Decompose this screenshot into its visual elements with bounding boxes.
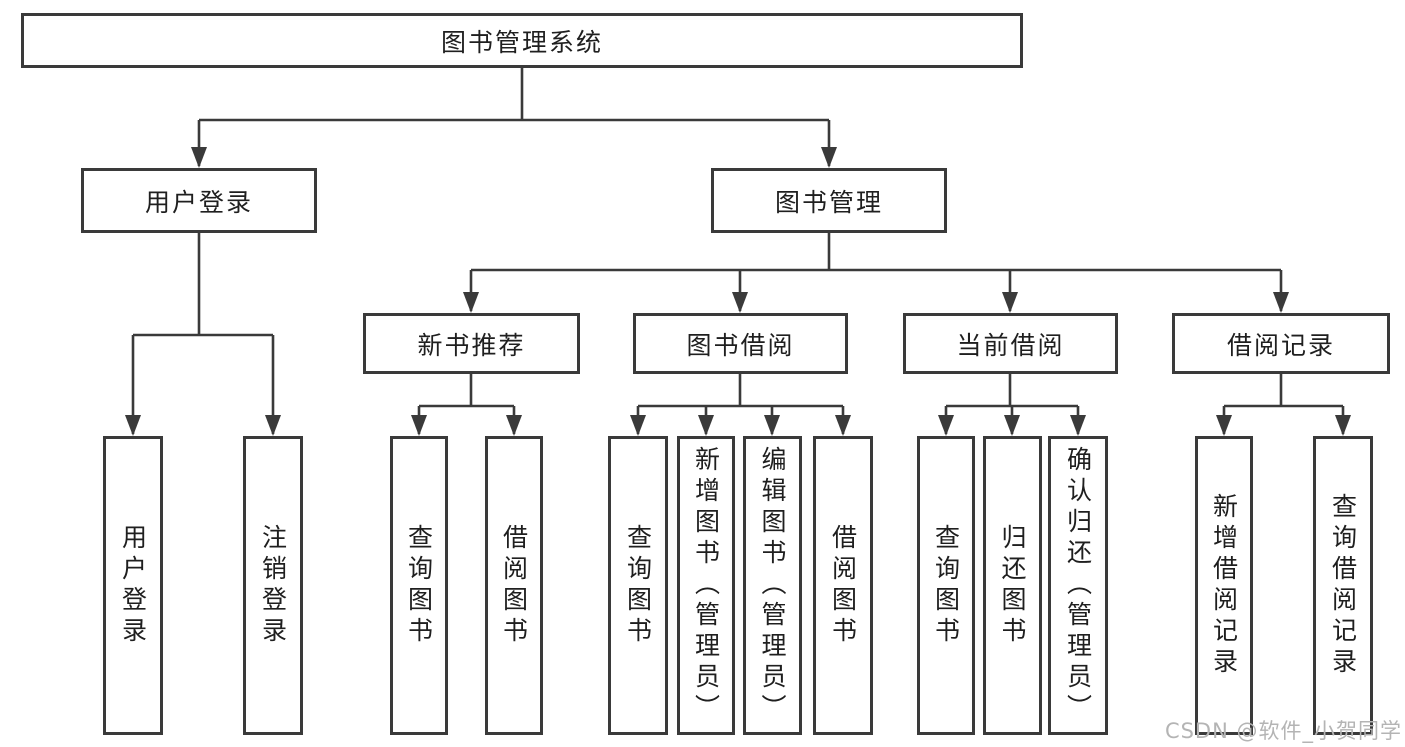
leaf-borrow-books-recommend: 借阅图书 — [485, 436, 543, 735]
arrow-down-icon — [1273, 292, 1289, 313]
connector-root-branch — [197, 68, 831, 166]
node-new-book-recommendation: 新书推荐 — [363, 313, 580, 374]
node-label: 查询借阅记录 — [1328, 492, 1358, 679]
arrow-down-icon — [835, 415, 851, 436]
arrow-down-icon — [732, 292, 748, 313]
node-label: 用户登录 — [118, 523, 148, 648]
arrow-down-icon — [630, 415, 646, 436]
arrow-down-icon — [1004, 415, 1020, 436]
arrow-down-icon — [506, 415, 522, 436]
node-label: 查询图书 — [404, 523, 434, 648]
node-label: 新书推荐 — [417, 330, 526, 360]
arrow-down-icon — [764, 415, 780, 436]
arrow-down-icon — [463, 292, 479, 313]
node-label: 查询图书 — [623, 523, 653, 648]
leaf-borrow-books-borrowing: 借阅图书 — [813, 436, 873, 735]
node-book-borrowing: 图书借阅 — [633, 313, 848, 374]
node-library-management-system: 图书管理系统 — [21, 13, 1023, 68]
node-label: 借阅图书 — [499, 523, 529, 648]
node-label: 当前借阅 — [956, 330, 1065, 360]
node-label: 新增借阅记录 — [1209, 492, 1239, 679]
node-label: 注销登录 — [258, 523, 288, 648]
node-label: 查询图书 — [931, 523, 961, 648]
leaf-user-login: 用户登录 — [103, 436, 163, 735]
connector-new-book-branch — [417, 374, 516, 434]
node-label: 借阅记录 — [1226, 330, 1335, 360]
leaf-confirm-return-admin: 确认归还（管理员） — [1048, 436, 1108, 735]
leaf-return-books: 归还图书 — [983, 436, 1042, 735]
arrow-down-icon — [411, 415, 427, 436]
arrow-down-icon — [125, 415, 141, 436]
leaf-query-borrow-record: 查询借阅记录 — [1313, 436, 1373, 735]
node-label: 用户登录 — [144, 187, 253, 217]
node-label: 借阅图书 — [828, 523, 858, 648]
node-label: 确认归还（管理员） — [1063, 446, 1093, 725]
node-user-login: 用户登录 — [81, 168, 317, 233]
csdn-watermark: CSDN @软件_小贺同学 — [1164, 719, 1402, 743]
node-current-borrowing: 当前借阅 — [903, 313, 1118, 374]
node-label: 新增图书（管理员） — [691, 446, 721, 725]
connector-root-to-level2 — [199, 68, 829, 430]
connector-borrow-record-branch — [1222, 374, 1345, 434]
leaf-add-borrow-record: 新增借阅记录 — [1195, 436, 1253, 735]
leaf-add-books-admin: 新增图书（管理员） — [677, 436, 735, 735]
leaf-query-books-current: 查询图书 — [917, 436, 975, 735]
leaf-edit-books-admin: 编辑图书（管理员） — [743, 436, 802, 735]
node-label: 归还图书 — [998, 523, 1027, 648]
leaf-query-books-borrowing: 查询图书 — [608, 436, 668, 735]
connector-book-management-branch — [469, 233, 1283, 311]
node-label: 图书管理 — [774, 187, 883, 217]
arrow-down-icon — [1070, 415, 1086, 436]
arrowhead-markers — [125, 147, 1351, 436]
arrow-down-icon — [821, 147, 837, 168]
arrow-down-icon — [1335, 415, 1351, 436]
node-label: 编辑图书（管理员） — [758, 446, 787, 725]
arrow-down-icon — [191, 147, 207, 168]
connector-user-login-branch — [131, 233, 275, 434]
node-book-management: 图书管理 — [711, 168, 947, 233]
connector-book-borrow-branch — [636, 374, 845, 434]
leaf-query-books-recommend: 查询图书 — [390, 436, 448, 735]
arrow-down-icon — [1216, 415, 1232, 436]
node-borrowing-records: 借阅记录 — [1172, 313, 1390, 374]
arrow-down-icon — [265, 415, 281, 436]
arrow-down-icon — [938, 415, 954, 436]
arrow-down-icon — [1002, 292, 1018, 313]
leaf-logout: 注销登录 — [243, 436, 303, 735]
arrow-down-icon — [698, 415, 714, 436]
node-label: 图书借阅 — [686, 330, 795, 360]
node-label: 图书管理系统 — [440, 27, 603, 57]
